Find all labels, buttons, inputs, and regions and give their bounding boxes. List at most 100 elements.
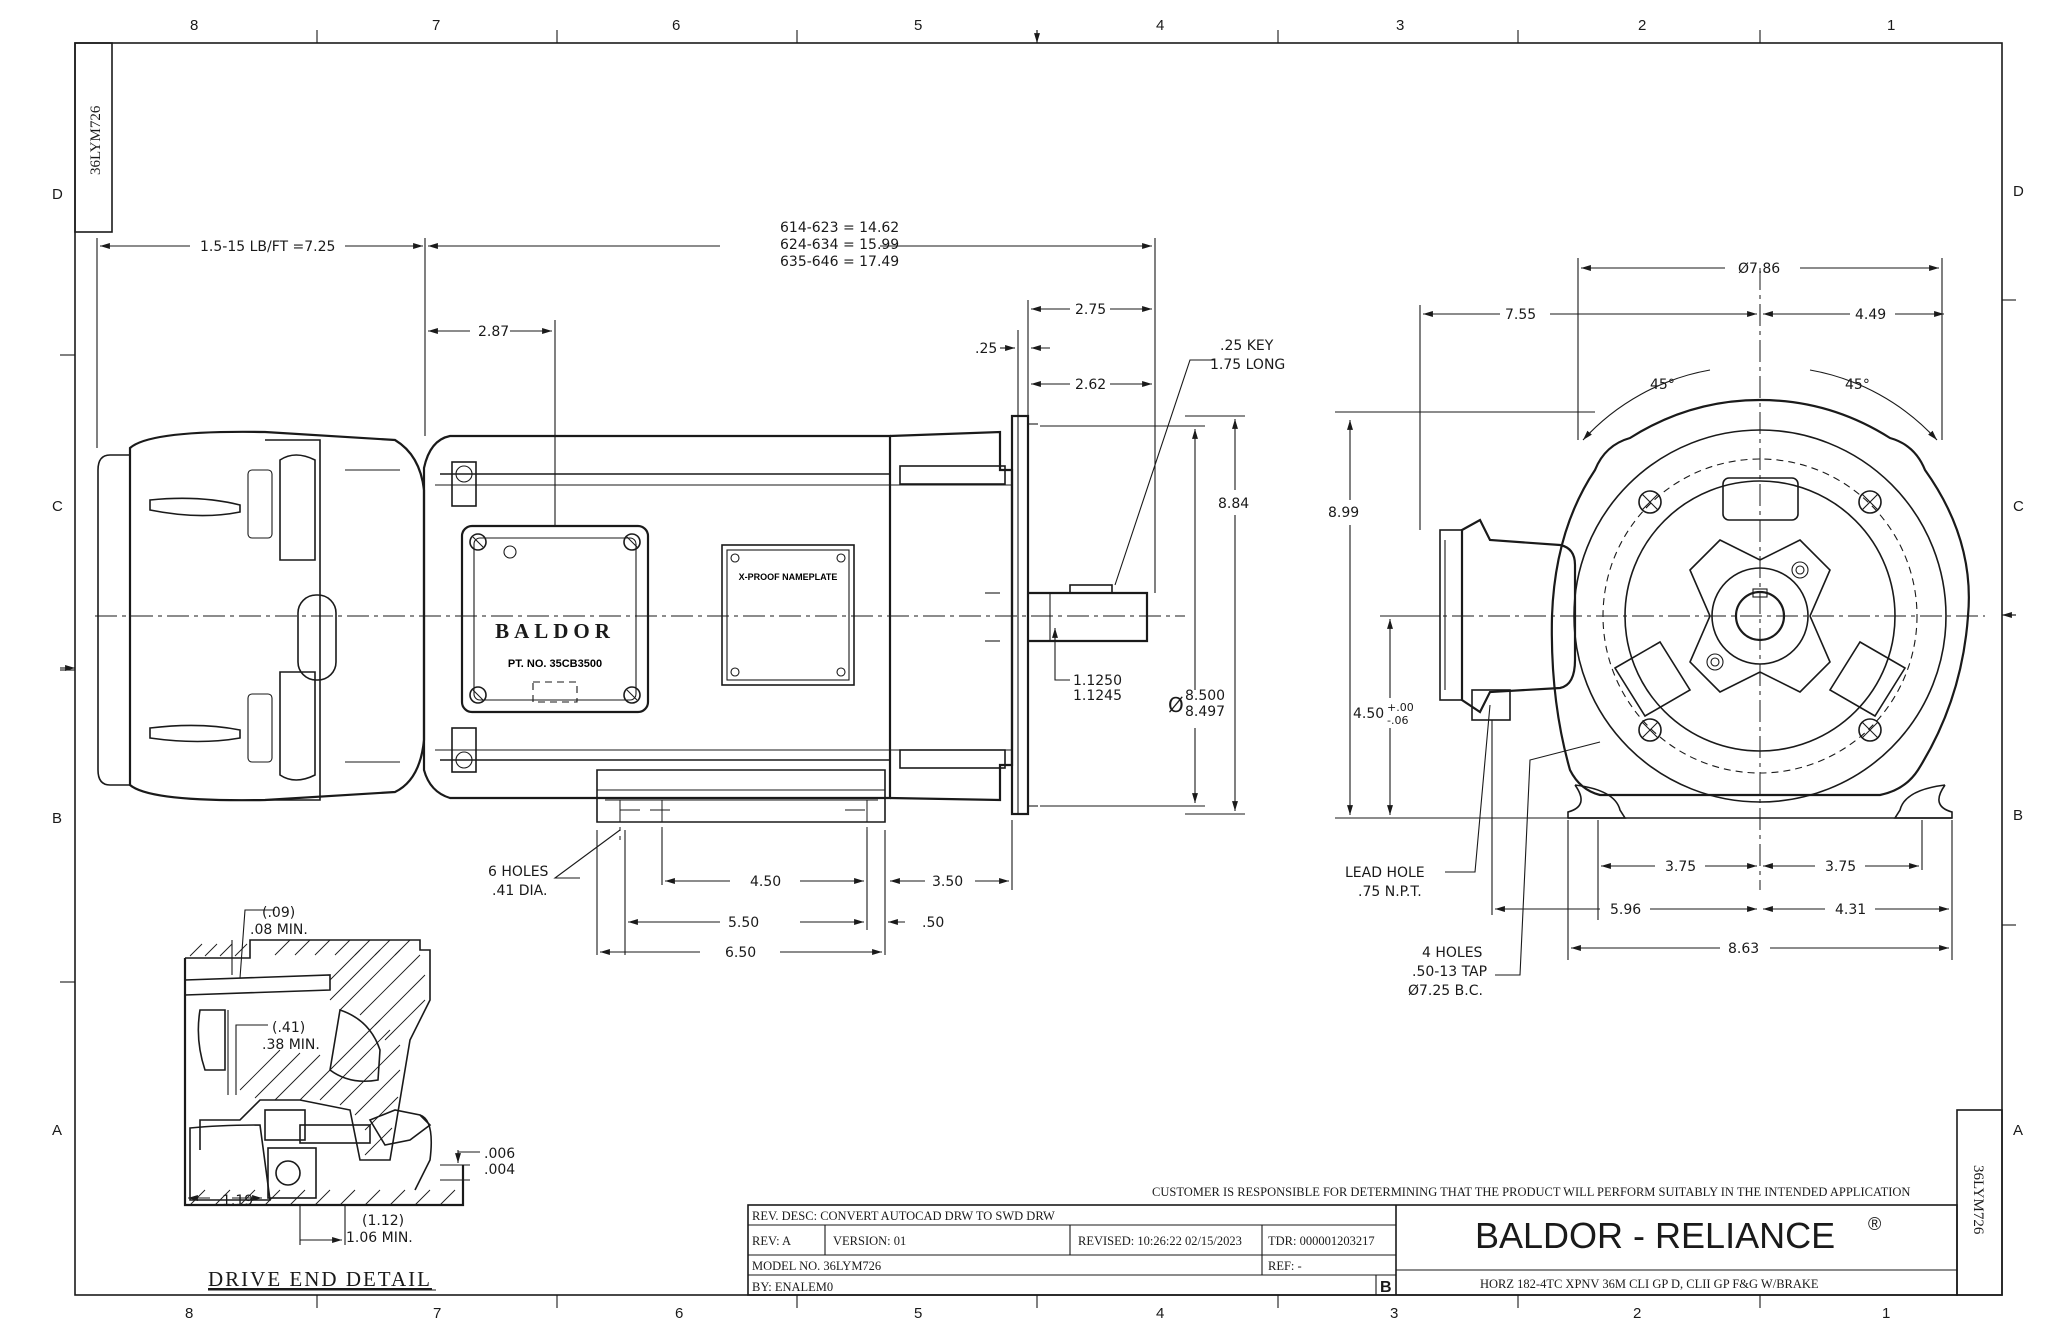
dim-bolt-circle: Ø7.86 <box>1738 261 1780 277</box>
dim-4-31: 4.31 <box>1835 902 1866 918</box>
end-window-top <box>1722 477 1799 521</box>
zone-top-7: 7 <box>432 17 440 34</box>
lead-hole-2: .75 N.P.T. <box>1358 884 1422 900</box>
detail-d-08: .08 MIN. <box>250 922 308 938</box>
end-window-left <box>1613 640 1692 718</box>
detail-d-38: .38 MIN. <box>262 1037 320 1053</box>
end-view: Ø7.86 7.55 4.49 45° 45° 8.99 4.50 +.00 -… <box>1328 258 1985 999</box>
dim-3-75-right: 3.75 <box>1825 859 1856 875</box>
box-part-text: PT. NO. 35CB3500 <box>508 658 602 670</box>
brake-clamp-bottom <box>247 693 273 763</box>
tb-rev: REV: A <box>752 1234 791 1248</box>
brake-release-lever <box>297 594 337 681</box>
zone-labels: 8 7 6 5 4 3 2 1 8 7 6 5 4 3 2 1 D C B A … <box>52 17 2024 1322</box>
zone-top-1: 1 <box>1887 17 1895 34</box>
detail-hatching <box>189 939 456 1206</box>
tb-description: HORZ 182-4TC XPNV 36M CLI GP D, CLII GP … <box>1480 1277 1819 1291</box>
dim-5-96: 5.96 <box>1610 902 1641 918</box>
end-conduit-box <box>1460 518 1577 714</box>
dim-4-49: 4.49 <box>1855 307 1886 323</box>
detail-d-41: (.41) <box>272 1020 305 1036</box>
c-face-flange <box>1010 414 1030 816</box>
holes-note-2: .41 DIA. <box>492 883 547 899</box>
box-label-area <box>532 681 578 703</box>
dim-8-99: 8.99 <box>1328 505 1359 521</box>
end-window-right <box>1828 640 1907 718</box>
angle-left: 45° <box>1650 377 1675 393</box>
zone-top-6: 6 <box>672 17 680 34</box>
end-dimension-lines <box>1335 258 1953 976</box>
dim-brake: 1.5-15 LB/FT =7.25 <box>200 239 335 255</box>
brake-fin-top <box>149 497 241 517</box>
zone-top-8: 8 <box>190 17 198 34</box>
zone-right-b: B <box>2013 807 2023 824</box>
brake-lug-bottom <box>279 671 316 781</box>
zone-top-5: 5 <box>914 17 922 34</box>
zone-left-d: D <box>52 186 63 203</box>
dim-overall-2: 624-634 = 15.99 <box>780 237 899 253</box>
end-holes-3: Ø7.25 B.C. <box>1408 983 1483 999</box>
tb-version: VERSION: 01 <box>833 1234 906 1248</box>
tb-disclaimer: CUSTOMER IS RESPONSIBLE FOR DETERMINING … <box>1152 1185 1910 1199</box>
zone-right-d: D <box>2013 183 2024 200</box>
detail-ball <box>275 1160 301 1186</box>
end-bearing-hub <box>1711 567 1809 665</box>
zone-top-3: 3 <box>1396 17 1404 34</box>
bolt-circle <box>1602 458 1918 774</box>
zone-left-c: C <box>52 498 63 515</box>
pilot-dia-max: 8.500 <box>1185 688 1225 704</box>
dim-5-50: 5.50 <box>728 915 759 931</box>
lead-hole-1: LEAD HOLE <box>1345 865 1425 881</box>
end-holes-1: 4 HOLES <box>1422 945 1483 961</box>
tb-company: BALDOR - RELIANCE <box>1475 1215 1835 1256</box>
dim-0-50: .50 <box>922 915 944 931</box>
zone-top-2: 2 <box>1638 17 1646 34</box>
zone-right-a: A <box>2013 1122 2023 1139</box>
dim-4-50-end: 4.50 <box>1353 706 1384 722</box>
detail-bracket <box>185 939 431 1161</box>
tb-rev-desc: REV. DESC: CONVERT AUTOCAD DRW TO SWD DR… <box>752 1209 1055 1223</box>
shaft-dia-max: 1.1250 <box>1073 673 1122 689</box>
zone-bottom-5: 5 <box>914 1305 922 1322</box>
brake-clamp-top <box>247 469 273 539</box>
brake-end-cap <box>97 454 131 786</box>
end-hub-spokes <box>1689 539 1831 693</box>
zone-left-a: A <box>52 1122 62 1139</box>
zone-bottom-2: 2 <box>1633 1305 1641 1322</box>
shaft-key <box>1069 584 1113 594</box>
zone-right-c: C <box>2013 498 2024 515</box>
detail-dimension-lines <box>188 909 480 1245</box>
drive-end-detail: (.09) .08 MIN. (.41) .38 MIN. .006 .004 … <box>183 905 515 1291</box>
zone-bottom-7: 7 <box>433 1305 441 1322</box>
end-shaft <box>1734 590 1786 642</box>
tb-registered-mark: ® <box>1868 1214 1881 1234</box>
end-foot-left <box>1567 784 1627 819</box>
detail-d-09: (.09) <box>262 905 295 921</box>
motor-shaft <box>1028 591 1149 643</box>
sheet-border <box>60 30 2016 1308</box>
motor-frame <box>422 434 892 800</box>
dim-6-50: 6.50 <box>725 945 756 961</box>
detail-d-106: 1.06 MIN. <box>346 1230 413 1246</box>
end-bolt-holes <box>1638 490 1882 742</box>
frame-bolt-bottom <box>451 727 477 773</box>
detail-d-004: .004 <box>484 1162 515 1178</box>
dim-3-50: 3.50 <box>932 874 963 890</box>
end-foot-right <box>1893 784 1953 819</box>
end-frame <box>1550 398 1970 797</box>
holes-note-1: 6 HOLES <box>488 864 549 880</box>
brake-lug-top <box>279 454 316 561</box>
pilot-dia-symbol: Ø <box>1168 693 1184 717</box>
mounting-base <box>596 769 886 823</box>
tb-tdr: TDR: 000001203217 <box>1268 1234 1375 1248</box>
detail-outline <box>183 958 465 1207</box>
detail-d-006: .006 <box>484 1146 515 1162</box>
nameplate-area <box>721 544 855 686</box>
zone-left-b: B <box>52 810 62 827</box>
title-block: CUSTOMER IS RESPONSIBLE FOR DETERMINING … <box>747 1185 1958 1296</box>
box-screw-tr <box>623 533 641 551</box>
brake-ring <box>265 439 321 801</box>
end-holes-2: .50-13 TAP <box>1412 964 1487 980</box>
dim-4-50-tol-minus: -.06 <box>1387 714 1408 727</box>
